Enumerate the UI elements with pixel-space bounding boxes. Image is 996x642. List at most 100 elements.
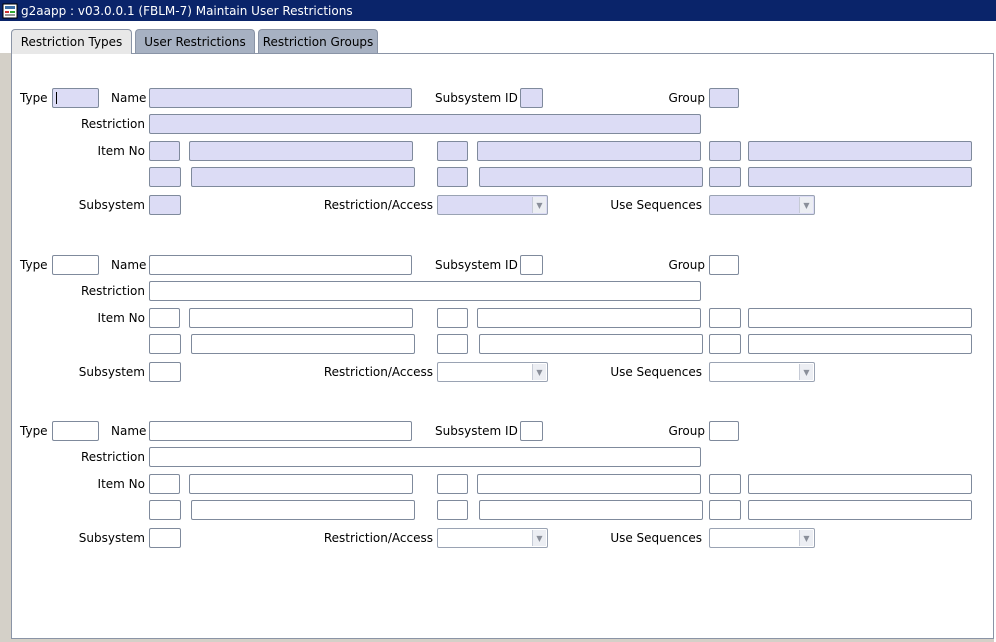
item-desc-1-input[interactable]	[189, 308, 413, 328]
item-desc-6-input[interactable]	[748, 500, 972, 520]
item-desc-6-input[interactable]	[748, 334, 972, 354]
chevron-down-icon[interactable]: ▼	[532, 530, 546, 546]
item-desc-4-input[interactable]	[191, 334, 415, 354]
restriction-access-label: Restriction/Access	[323, 365, 433, 379]
name-label: Name	[111, 424, 147, 438]
use-sequences-select[interactable]: ▼	[709, 528, 815, 548]
item-no-label: Item No	[97, 144, 145, 158]
title-bar: g2aapp : v03.0.0.1 (FBLM-7) Maintain Use…	[0, 0, 996, 21]
item-no-5-input[interactable]	[437, 500, 468, 520]
item-no-6-input[interactable]	[709, 500, 741, 520]
use-sequences-label: Use Sequences	[610, 198, 702, 212]
restriction-access-select[interactable]: ▼	[437, 362, 548, 382]
item-no-1-input[interactable]	[149, 141, 180, 161]
type-input[interactable]	[52, 88, 99, 108]
chevron-down-icon[interactable]: ▼	[532, 364, 546, 380]
tab-user-restrictions[interactable]: User Restrictions	[135, 29, 255, 53]
use-sequences-label: Use Sequences	[610, 531, 702, 545]
name-input[interactable]	[149, 421, 412, 441]
type-input[interactable]	[52, 255, 99, 275]
chevron-down-icon[interactable]: ▼	[532, 197, 546, 213]
item-no-4-input[interactable]	[149, 500, 181, 520]
subsystem-id-label: Subsystem ID	[435, 258, 518, 272]
restriction-access-select[interactable]: ▼	[437, 195, 548, 215]
restriction-label: Restriction	[81, 284, 145, 298]
text-cursor	[56, 92, 57, 104]
item-no-5-input[interactable]	[437, 334, 468, 354]
item-desc-5-input[interactable]	[479, 167, 703, 187]
name-input[interactable]	[149, 255, 412, 275]
name-label: Name	[111, 91, 147, 105]
window-edge	[994, 21, 996, 642]
item-desc-3-input[interactable]	[748, 308, 972, 328]
item-no-label: Item No	[97, 477, 145, 491]
item-no-6-input[interactable]	[709, 167, 741, 187]
restriction-access-select[interactable]: ▼	[437, 528, 548, 548]
item-desc-2-input[interactable]	[477, 474, 701, 494]
item-no-2-input[interactable]	[437, 474, 468, 494]
item-desc-5-input[interactable]	[479, 334, 703, 354]
subsystem-id-input[interactable]	[520, 255, 543, 275]
use-sequences-label: Use Sequences	[610, 365, 702, 379]
item-no-4-input[interactable]	[149, 334, 181, 354]
use-sequences-select[interactable]: ▼	[709, 362, 815, 382]
type-label: Type	[20, 258, 48, 272]
restriction-access-label: Restriction/Access	[323, 531, 433, 545]
chevron-down-icon[interactable]: ▼	[799, 364, 813, 380]
item-desc-3-input[interactable]	[748, 141, 972, 161]
group-input[interactable]	[709, 421, 739, 441]
restriction-label: Restriction	[81, 450, 145, 464]
subsystem-id-input[interactable]	[520, 421, 543, 441]
subsystem-input[interactable]	[149, 362, 181, 382]
window-title: g2aapp : v03.0.0.1 (FBLM-7) Maintain Use…	[21, 3, 353, 18]
item-desc-1-input[interactable]	[189, 141, 413, 161]
subsystem-label: Subsystem	[78, 365, 145, 379]
subsystem-id-input[interactable]	[520, 88, 543, 108]
subsystem-input[interactable]	[149, 528, 181, 548]
name-input[interactable]	[149, 88, 412, 108]
restriction-input[interactable]	[149, 281, 701, 301]
restriction-label: Restriction	[81, 117, 145, 131]
tab-restriction-groups[interactable]: Restriction Groups	[258, 29, 378, 53]
app-form-icon	[2, 3, 18, 19]
item-desc-2-input[interactable]	[477, 308, 701, 328]
chevron-down-icon[interactable]: ▼	[799, 197, 813, 213]
item-no-2-input[interactable]	[437, 141, 468, 161]
group-input[interactable]	[709, 88, 739, 108]
item-no-5-input[interactable]	[437, 167, 468, 187]
item-no-4-input[interactable]	[149, 167, 181, 187]
tab-bar: Restriction Types User Restrictions Rest…	[0, 21, 996, 54]
item-desc-6-input[interactable]	[748, 167, 972, 187]
subsystem-input[interactable]	[149, 195, 181, 215]
item-desc-4-input[interactable]	[191, 167, 415, 187]
item-desc-2-input[interactable]	[477, 141, 701, 161]
subsystem-id-label: Subsystem ID	[435, 91, 518, 105]
group-label: Group	[668, 424, 705, 438]
item-no-3-input[interactable]	[709, 308, 741, 328]
item-no-6-input[interactable]	[709, 334, 741, 354]
group-label: Group	[668, 258, 705, 272]
item-desc-5-input[interactable]	[479, 500, 703, 520]
item-no-3-input[interactable]	[709, 141, 741, 161]
chevron-down-icon[interactable]: ▼	[799, 530, 813, 546]
type-input[interactable]	[52, 421, 99, 441]
item-no-2-input[interactable]	[437, 308, 468, 328]
restriction-input[interactable]	[149, 114, 701, 134]
tab-restriction-types[interactable]: Restriction Types	[11, 29, 132, 54]
item-no-3-input[interactable]	[709, 474, 741, 494]
item-no-label: Item No	[97, 311, 145, 325]
name-label: Name	[111, 258, 147, 272]
item-desc-4-input[interactable]	[191, 500, 415, 520]
subsystem-label: Subsystem	[78, 198, 145, 212]
restriction-access-label: Restriction/Access	[323, 198, 433, 212]
restriction-input[interactable]	[149, 447, 701, 467]
use-sequences-select[interactable]: ▼	[709, 195, 815, 215]
item-no-1-input[interactable]	[149, 308, 180, 328]
item-desc-1-input[interactable]	[189, 474, 413, 494]
item-no-1-input[interactable]	[149, 474, 180, 494]
group-input[interactable]	[709, 255, 739, 275]
type-label: Type	[20, 424, 48, 438]
item-desc-3-input[interactable]	[748, 474, 972, 494]
subsystem-id-label: Subsystem ID	[435, 424, 518, 438]
group-label: Group	[668, 91, 705, 105]
